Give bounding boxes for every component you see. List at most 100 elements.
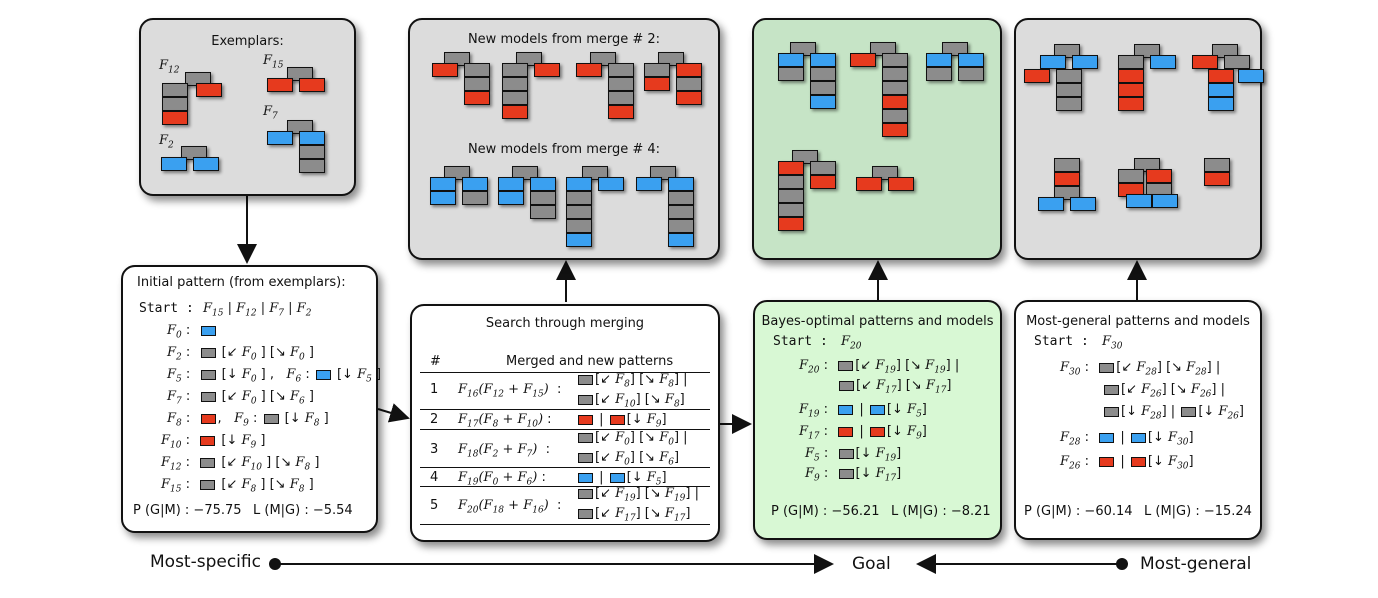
row-5-formula: F20(F18 + F16) : bbox=[458, 498, 562, 516]
rule-f2: F2 : [↙ F0 ] [↘ F0 ] bbox=[167, 345, 314, 363]
block bbox=[792, 150, 818, 164]
block bbox=[668, 177, 694, 191]
block bbox=[1146, 169, 1172, 183]
merge4-title: New models from merge # 4: bbox=[467, 142, 661, 157]
block bbox=[502, 105, 528, 119]
block bbox=[644, 77, 670, 91]
block bbox=[598, 177, 624, 191]
block bbox=[1150, 55, 1176, 69]
rule-f9: F9 : [↓ F17] bbox=[805, 466, 902, 484]
label-f2: F2 bbox=[159, 133, 174, 151]
rule-f8-f9: F8 : , F9 : [↓ F8 ] bbox=[167, 411, 329, 429]
block bbox=[1224, 55, 1250, 69]
block bbox=[498, 177, 524, 191]
start-value: F15 | F12 | F7 | F2 bbox=[203, 301, 312, 319]
axis-label-most-specific: Most-specific bbox=[150, 552, 261, 572]
bayes-models-panel bbox=[752, 18, 1002, 260]
block bbox=[502, 63, 528, 77]
block bbox=[444, 166, 470, 180]
block bbox=[464, 63, 490, 77]
divider bbox=[420, 409, 710, 410]
divider bbox=[420, 486, 710, 487]
rule-f26: F26 : | [↓ F30] bbox=[1060, 454, 1194, 472]
block bbox=[872, 166, 898, 180]
block bbox=[464, 77, 490, 91]
general-title: Most-general patterns and models bbox=[1026, 314, 1250, 329]
block bbox=[299, 131, 325, 145]
initial-title: Initial pattern (from exemplars): bbox=[137, 275, 346, 290]
block bbox=[958, 53, 984, 67]
block bbox=[778, 203, 804, 217]
score-l: L (M|G) : −5.54 bbox=[253, 503, 353, 518]
block bbox=[778, 217, 804, 231]
block bbox=[676, 77, 702, 91]
rule-f15: F15 : [↙ F8 ] [↘ F8 ] bbox=[161, 477, 314, 495]
block bbox=[566, 219, 592, 233]
search-merging-panel: Search through merging # Merged and new … bbox=[410, 304, 720, 542]
divider bbox=[420, 524, 710, 525]
block bbox=[778, 161, 804, 175]
block bbox=[1204, 158, 1230, 172]
block bbox=[432, 63, 458, 77]
block bbox=[1054, 158, 1080, 172]
rule-f12: F12 : [↙ F10 ] [↘ F8 ] bbox=[161, 455, 320, 473]
general-models-panel bbox=[1014, 18, 1264, 260]
block bbox=[1118, 69, 1144, 83]
block bbox=[161, 157, 187, 171]
block bbox=[576, 63, 602, 77]
block bbox=[810, 67, 836, 81]
rule-f0: F0 : bbox=[167, 323, 218, 341]
block bbox=[462, 191, 488, 205]
block bbox=[590, 52, 616, 66]
start-label: Start : bbox=[1034, 334, 1089, 349]
block bbox=[1204, 172, 1230, 186]
block bbox=[1072, 55, 1098, 69]
block bbox=[1126, 194, 1152, 208]
axis-dot-right bbox=[1116, 558, 1128, 570]
merge2-title: New models from merge # 2: bbox=[467, 32, 661, 47]
block bbox=[942, 42, 968, 56]
row-1-rule-a: [↙ F8] [↘ F8] | bbox=[576, 372, 688, 390]
general-patterns-panel: Most-general patterns and models Start :… bbox=[1014, 300, 1262, 540]
rule-f17: F17 : | [↓ F9] bbox=[799, 424, 927, 442]
block bbox=[810, 175, 836, 189]
block bbox=[1054, 172, 1080, 186]
block bbox=[530, 191, 556, 205]
row-number: 4 bbox=[430, 470, 439, 485]
label-f12: F12 bbox=[159, 58, 180, 76]
block bbox=[498, 191, 524, 205]
row-5-rule-a: [↙ F19] [↘ F19] | bbox=[576, 486, 699, 504]
block bbox=[162, 111, 188, 125]
score-p: P (G|M) : −56.21 bbox=[771, 504, 880, 519]
block bbox=[668, 205, 694, 219]
block bbox=[267, 131, 293, 145]
block bbox=[810, 95, 836, 109]
block bbox=[1054, 186, 1080, 200]
rule-f10: F10 : [↓ F9 ] bbox=[161, 433, 266, 451]
block bbox=[850, 53, 876, 67]
rule-f28: F28 : | [↓ F30] bbox=[1060, 430, 1194, 448]
axis-label-most-general: Most-general bbox=[1140, 554, 1252, 574]
block bbox=[502, 91, 528, 105]
row-3-rule-b: [↙ F0] [↘ F6] bbox=[576, 450, 679, 468]
label-f15: F15 bbox=[263, 53, 284, 71]
bayes-title: Bayes-optimal patterns and models bbox=[761, 314, 994, 329]
block bbox=[882, 67, 908, 81]
block bbox=[608, 91, 634, 105]
row-4-rule: | [↓ F5] bbox=[576, 470, 667, 488]
col-num-header: # bbox=[430, 354, 441, 369]
block bbox=[193, 157, 219, 171]
block bbox=[502, 77, 528, 91]
divider bbox=[420, 429, 710, 430]
search-title: Search through merging bbox=[485, 316, 645, 331]
score-p: P (G|M) : −60.14 bbox=[1024, 504, 1133, 519]
row-3-formula: F18(F2 + F7) : bbox=[458, 442, 550, 460]
block bbox=[299, 78, 325, 92]
block bbox=[882, 95, 908, 109]
block bbox=[516, 52, 542, 66]
exemplars-panel: Exemplars: F12 F15 F7 F2 bbox=[139, 18, 356, 196]
row-number: 3 bbox=[430, 442, 439, 457]
block bbox=[1208, 83, 1234, 97]
block bbox=[882, 53, 908, 67]
block bbox=[566, 177, 592, 191]
